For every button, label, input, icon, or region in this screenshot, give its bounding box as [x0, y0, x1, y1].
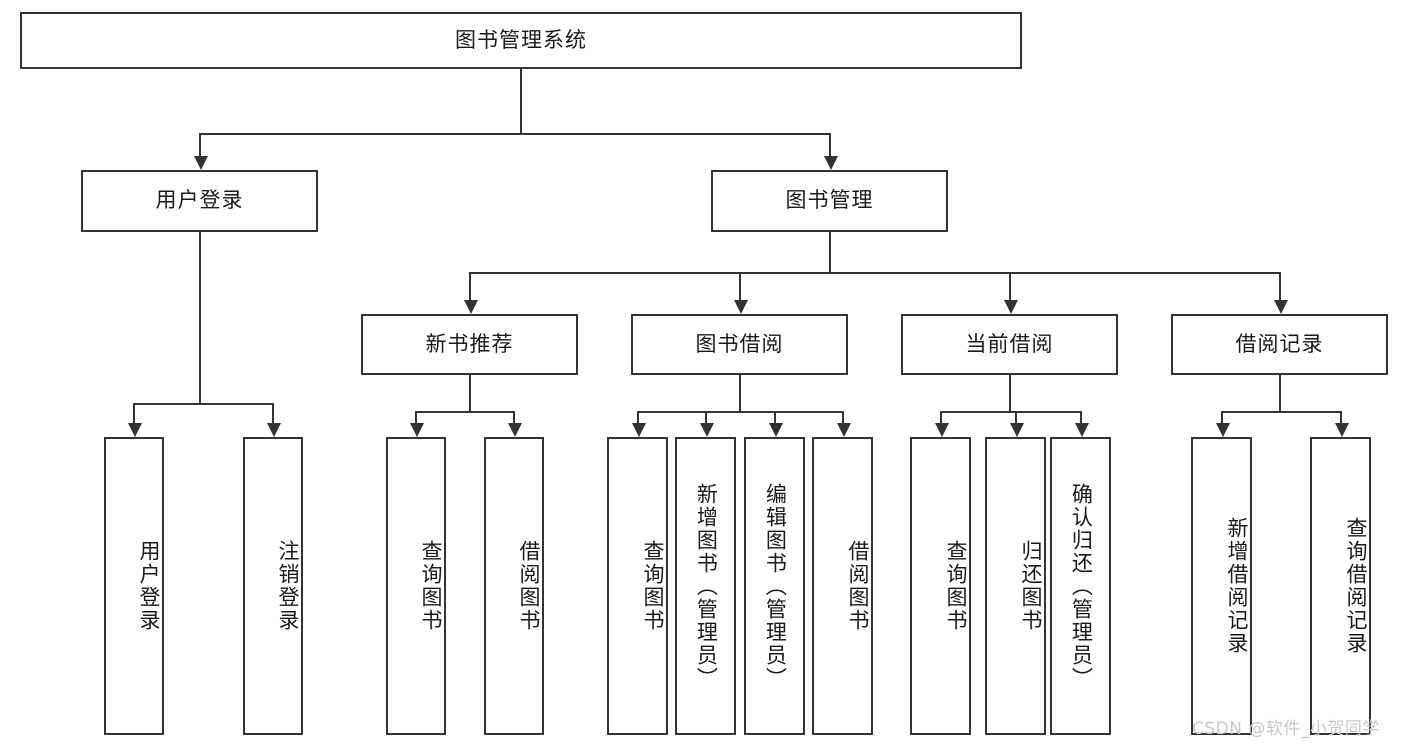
- connector-line: [1014, 411, 1017, 423]
- node-leaf-query-book-1[interactable]: 查询图书: [386, 437, 446, 735]
- node-book-management-label: 图书管理: [785, 188, 874, 213]
- connector-line: [134, 403, 273, 405]
- node-leaf-logout-login-label: 注销登录: [276, 540, 300, 632]
- node-leaf-borrow-book-1[interactable]: 借阅图书: [484, 437, 544, 735]
- node-title[interactable]: 图书管理系统: [20, 12, 1022, 69]
- connector-line: [415, 411, 417, 423]
- node-book-borrow[interactable]: 图书借阅: [631, 314, 848, 375]
- connector-line: [773, 411, 776, 423]
- connector-line: [469, 272, 1280, 274]
- arrowhead-icon: [1334, 423, 1349, 437]
- node-leaf-add-book-admin-label: 新增图书（管理员）: [694, 482, 719, 690]
- connector-line: [198, 133, 201, 156]
- arrowhead-icon: [733, 300, 748, 314]
- node-leaf-query-borrow-record-label: 查询借阅记录: [1344, 517, 1368, 655]
- node-leaf-query-book-2[interactable]: 查询图书: [607, 437, 668, 735]
- connector-line: [841, 411, 844, 423]
- node-leaf-query-book-3-label: 查询图书: [944, 540, 968, 632]
- node-leaf-borrow-book-2[interactable]: 借阅图书: [812, 437, 873, 735]
- node-book-borrow-label: 图书借阅: [695, 331, 784, 356]
- node-leaf-borrow-book-2-label: 借阅图书: [846, 540, 870, 632]
- connector-line: [468, 375, 471, 411]
- arrowhead-icon: [1215, 423, 1230, 437]
- node-leaf-add-borrow-record[interactable]: 新增借阅记录: [1191, 437, 1252, 735]
- connector-line: [1220, 411, 1223, 423]
- arrowhead-icon: [836, 423, 851, 437]
- connector-line: [520, 69, 522, 133]
- node-title-label: 图书管理系统: [455, 27, 587, 52]
- arrowhead-icon: [934, 423, 949, 437]
- node-leaf-user-login-label: 用户登录: [137, 540, 161, 632]
- connector-line: [199, 133, 830, 135]
- node-leaf-logout-login[interactable]: 注销登录: [243, 437, 303, 735]
- connector-line: [1008, 375, 1011, 411]
- node-leaf-return-book[interactable]: 归还图书: [985, 437, 1046, 735]
- connector-line: [272, 403, 274, 423]
- arrowhead-icon: [410, 423, 424, 437]
- node-borrow-record[interactable]: 借阅记录: [1171, 314, 1388, 375]
- arrowhead-icon: [267, 423, 281, 437]
- node-leaf-confirm-return-admin[interactable]: 确认归还（管理员）: [1050, 437, 1111, 735]
- node-book-management[interactable]: 图书管理: [711, 170, 948, 232]
- connector-line: [133, 403, 135, 423]
- arrowhead-icon: [631, 423, 646, 437]
- node-leaf-query-borrow-record[interactable]: 查询借阅记录: [1310, 437, 1371, 735]
- connector-line: [939, 411, 942, 423]
- node-leaf-add-book-admin[interactable]: 新增图书（管理员）: [675, 437, 736, 735]
- node-new-book-recommend-label: 新书推荐: [425, 331, 514, 356]
- arrowhead-icon: [1273, 300, 1288, 314]
- arrowhead-icon: [1074, 423, 1089, 437]
- node-leaf-user-login[interactable]: 用户登录: [104, 437, 164, 735]
- connector-line: [1008, 272, 1011, 300]
- node-leaf-query-book-1-label: 查询图书: [419, 540, 443, 632]
- arrowhead-icon: [1003, 300, 1018, 314]
- connector-line: [1339, 411, 1342, 423]
- node-user-login-label: 用户登录: [155, 188, 244, 213]
- arrowhead-icon: [823, 156, 838, 170]
- connector-line: [704, 411, 707, 423]
- arrowhead-icon: [193, 156, 208, 170]
- node-borrow-record-label: 借阅记录: [1235, 331, 1324, 356]
- connector-line: [1079, 411, 1082, 423]
- node-leaf-query-book-3[interactable]: 查询图书: [910, 437, 971, 735]
- arrowhead-icon: [699, 423, 714, 437]
- connector-line: [198, 232, 201, 403]
- node-current-borrow-label: 当前借阅: [965, 331, 1054, 356]
- connector-line: [738, 272, 741, 300]
- arrowhead-icon: [508, 423, 522, 437]
- connector-line: [468, 272, 471, 300]
- connector-line: [828, 232, 831, 272]
- node-current-borrow[interactable]: 当前借阅: [901, 314, 1118, 375]
- arrowhead-icon: [128, 423, 142, 437]
- node-leaf-edit-book-admin-label: 编辑图书（管理员）: [763, 482, 788, 690]
- node-leaf-return-book-label: 归还图书: [1019, 540, 1043, 632]
- arrowhead-icon: [1009, 423, 1024, 437]
- node-leaf-confirm-return-admin-label: 确认归还（管理员）: [1069, 482, 1094, 690]
- connector-line: [637, 411, 843, 413]
- node-leaf-query-book-2-label: 查询图书: [641, 540, 665, 632]
- connector-line: [1221, 411, 1341, 413]
- node-leaf-add-borrow-record-label: 新增借阅记录: [1225, 517, 1249, 655]
- connector-line: [738, 375, 741, 411]
- node-leaf-borrow-book-1-label: 借阅图书: [517, 540, 541, 632]
- connector-line: [416, 411, 514, 413]
- connector-line: [636, 411, 639, 423]
- node-new-book-recommend[interactable]: 新书推荐: [361, 314, 578, 375]
- arrowhead-icon: [768, 423, 783, 437]
- node-leaf-edit-book-admin[interactable]: 编辑图书（管理员）: [744, 437, 805, 735]
- node-user-login[interactable]: 用户登录: [81, 170, 318, 232]
- connector-line: [513, 411, 515, 423]
- connector-line: [940, 411, 1081, 413]
- arrowhead-icon: [463, 300, 478, 314]
- connector-line: [1278, 375, 1281, 411]
- connector-line: [828, 133, 831, 156]
- connector-line: [1278, 272, 1281, 300]
